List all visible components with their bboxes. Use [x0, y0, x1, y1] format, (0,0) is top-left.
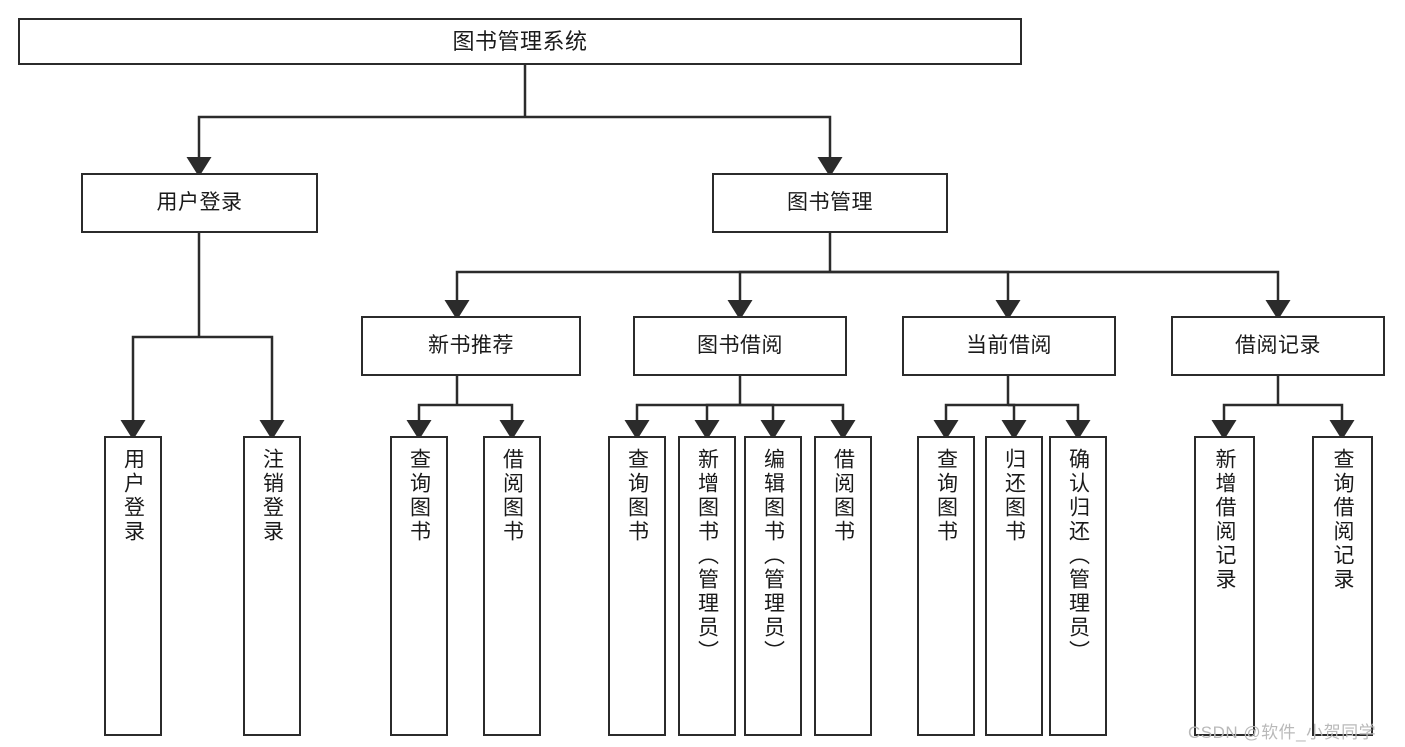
- node-leaf_7[interactable]: 借阅图书: [814, 436, 872, 736]
- node-label: 查询图书: [625, 448, 649, 544]
- node-leaf_3[interactable]: 借阅图书: [483, 436, 541, 736]
- connector-l2_0-to-leaf_0: [120, 335, 199, 440]
- connector-root-to-l2_1: [525, 115, 843, 177]
- node-label: 归还图书: [1002, 448, 1026, 544]
- connector-l3_1-to-leaf_7: [740, 403, 856, 440]
- node-label: 用户登录: [121, 448, 145, 544]
- connector-l3_1-to-leaf_6: [740, 403, 786, 440]
- node-leaf_1[interactable]: 注销登录: [243, 436, 301, 736]
- node-l3_3[interactable]: 借阅记录: [1171, 316, 1385, 376]
- node-leaf_8[interactable]: 查询图书: [917, 436, 975, 736]
- connector-l3_2-to-leaf_8: [933, 403, 1008, 440]
- node-l3_0[interactable]: 新书推荐: [361, 316, 581, 376]
- node-leaf_6[interactable]: 编辑图书（管理员）: [744, 436, 802, 736]
- connector-l3_3-to-leaf_12: [1278, 403, 1355, 440]
- node-label: 新书推荐: [428, 333, 514, 357]
- connector-l3_2-to-leaf_9: [1001, 403, 1027, 440]
- connector-l3_3-to-leaf_11: [1211, 403, 1278, 440]
- node-leaf_10[interactable]: 确认归还（管理员）: [1049, 436, 1107, 736]
- node-leaf_11[interactable]: 新增借阅记录: [1194, 436, 1255, 736]
- node-l3_2[interactable]: 当前借阅: [902, 316, 1116, 376]
- node-leaf_2[interactable]: 查询图书: [390, 436, 448, 736]
- node-leaf_9[interactable]: 归还图书: [985, 436, 1043, 736]
- connector-l2_1-to-l3_0: [444, 270, 830, 320]
- node-label: 当前借阅: [966, 333, 1052, 357]
- node-label: 图书借阅: [697, 333, 783, 357]
- connector-l3_2-to-leaf_10: [1008, 403, 1091, 440]
- connector-l3_1-to-leaf_5: [694, 403, 740, 440]
- node-label: 图书管理: [787, 190, 873, 214]
- node-label: 新增借阅记录: [1213, 448, 1236, 592]
- connector-l2_1-to-l3_3: [830, 270, 1291, 320]
- node-label: 新增图书（管理员）: [695, 448, 719, 664]
- node-label: 确认归还（管理员）: [1066, 448, 1090, 664]
- connector-l2_1-to-l3_2: [830, 270, 1021, 320]
- connector-l3_0-to-leaf_2: [406, 403, 457, 440]
- node-root[interactable]: 图书管理系统: [18, 18, 1022, 65]
- node-leaf_0[interactable]: 用户登录: [104, 436, 162, 736]
- connector-root-to-l2_0: [186, 115, 525, 177]
- node-label: 注销登录: [260, 448, 284, 544]
- connector-l2_0-to-leaf_1: [199, 335, 285, 440]
- node-leaf_4[interactable]: 查询图书: [608, 436, 666, 736]
- node-l2_0[interactable]: 用户登录: [81, 173, 318, 233]
- node-label: 查询图书: [934, 448, 958, 544]
- node-label: 图书管理系统: [452, 28, 588, 54]
- watermark-text: CSDN @软件_小贺同学: [1188, 723, 1377, 742]
- node-label: 借阅记录: [1235, 333, 1321, 357]
- connector-l2_1-to-l3_1: [727, 270, 830, 320]
- node-label: 查询图书: [407, 448, 431, 544]
- node-l2_1[interactable]: 图书管理: [712, 173, 948, 233]
- node-l3_1[interactable]: 图书借阅: [633, 316, 847, 376]
- node-label: 查询借阅记录: [1331, 448, 1354, 592]
- connector-l3_0-to-leaf_3: [457, 403, 525, 440]
- node-leaf_12[interactable]: 查询借阅记录: [1312, 436, 1373, 736]
- node-label: 借阅图书: [831, 448, 855, 544]
- node-label: 用户登录: [156, 190, 243, 214]
- connector-l3_1-to-leaf_4: [624, 403, 740, 440]
- node-label: 借阅图书: [500, 448, 524, 544]
- node-label: 编辑图书（管理员）: [761, 448, 785, 664]
- node-leaf_5[interactable]: 新增图书（管理员）: [678, 436, 736, 736]
